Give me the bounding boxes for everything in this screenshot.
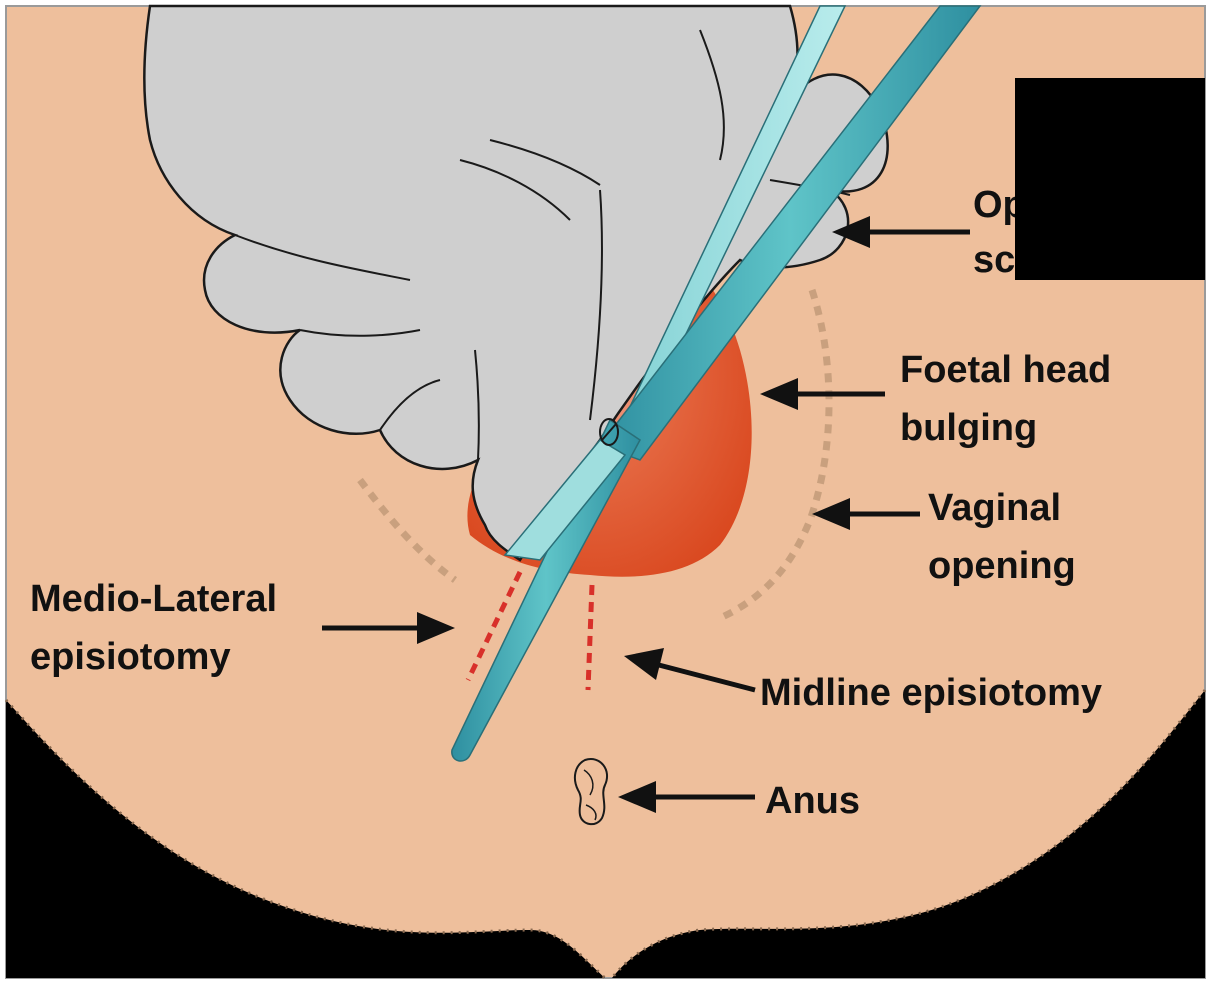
open-scissors-label-line2: sc [973, 239, 1015, 281]
vaginal-opening-label-line1: Vaginal [928, 487, 1061, 529]
anus-label: Anus [765, 780, 860, 822]
foetal-head-label-line2: bulging [900, 407, 1037, 449]
foetal-head-label-line1: Foetal head [900, 349, 1111, 391]
mediolateral-label-line1: Medio-Lateral [30, 578, 277, 620]
vaginal-opening-label-line2: opening [928, 545, 1076, 587]
midline-episiotomy-label: Midline episiotomy [760, 672, 1102, 714]
mediolateral-label-line2: episiotomy [30, 636, 231, 678]
redaction-box [1015, 78, 1205, 280]
